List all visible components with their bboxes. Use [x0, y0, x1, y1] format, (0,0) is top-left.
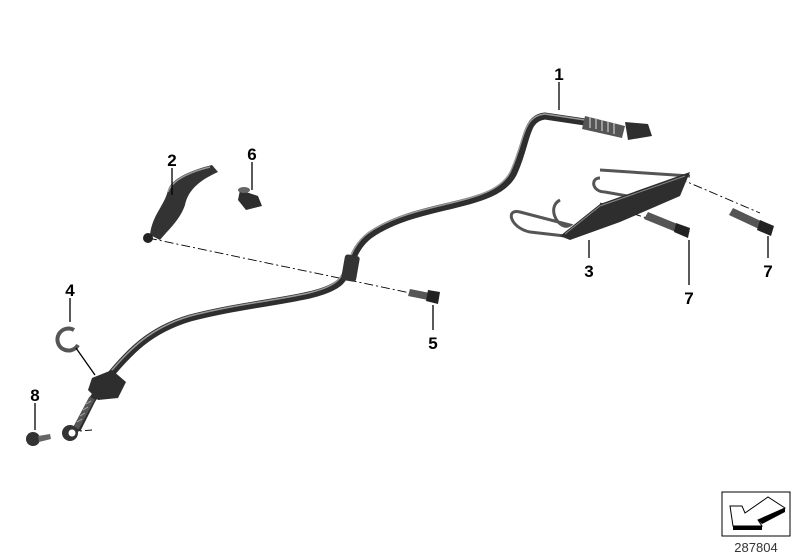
diagram-number: 287804 — [734, 540, 777, 555]
callout-7b[interactable]: 7 — [763, 262, 772, 281]
brake-hose-part-1[interactable] — [62, 112, 652, 441]
leader-lines — [34, 82, 769, 430]
bracket-part-3[interactable] — [509, 168, 691, 240]
screw-part-7b[interactable] — [729, 208, 774, 236]
screw-part-6[interactable] — [238, 187, 262, 210]
callout-1[interactable]: 1 — [554, 65, 563, 84]
callout-8[interactable]: 8 — [30, 386, 39, 405]
hose-clip — [341, 254, 360, 282]
callout-2[interactable]: 2 — [167, 151, 176, 170]
callout-5[interactable]: 5 — [428, 334, 437, 353]
direction-arrow-icon — [721, 491, 791, 537]
callout-3[interactable]: 3 — [584, 262, 593, 281]
circlip-part-4[interactable] — [55, 326, 80, 353]
hose-nut — [88, 370, 126, 400]
callout-4[interactable]: 4 — [65, 281, 75, 300]
bracket-part-2[interactable] — [143, 165, 218, 243]
callout-7a[interactable]: 7 — [684, 289, 693, 308]
screw-part-8[interactable] — [26, 432, 51, 446]
screw-part-5[interactable] — [408, 289, 440, 304]
screw-part-7a[interactable] — [644, 212, 690, 238]
callout-6[interactable]: 6 — [247, 145, 256, 164]
